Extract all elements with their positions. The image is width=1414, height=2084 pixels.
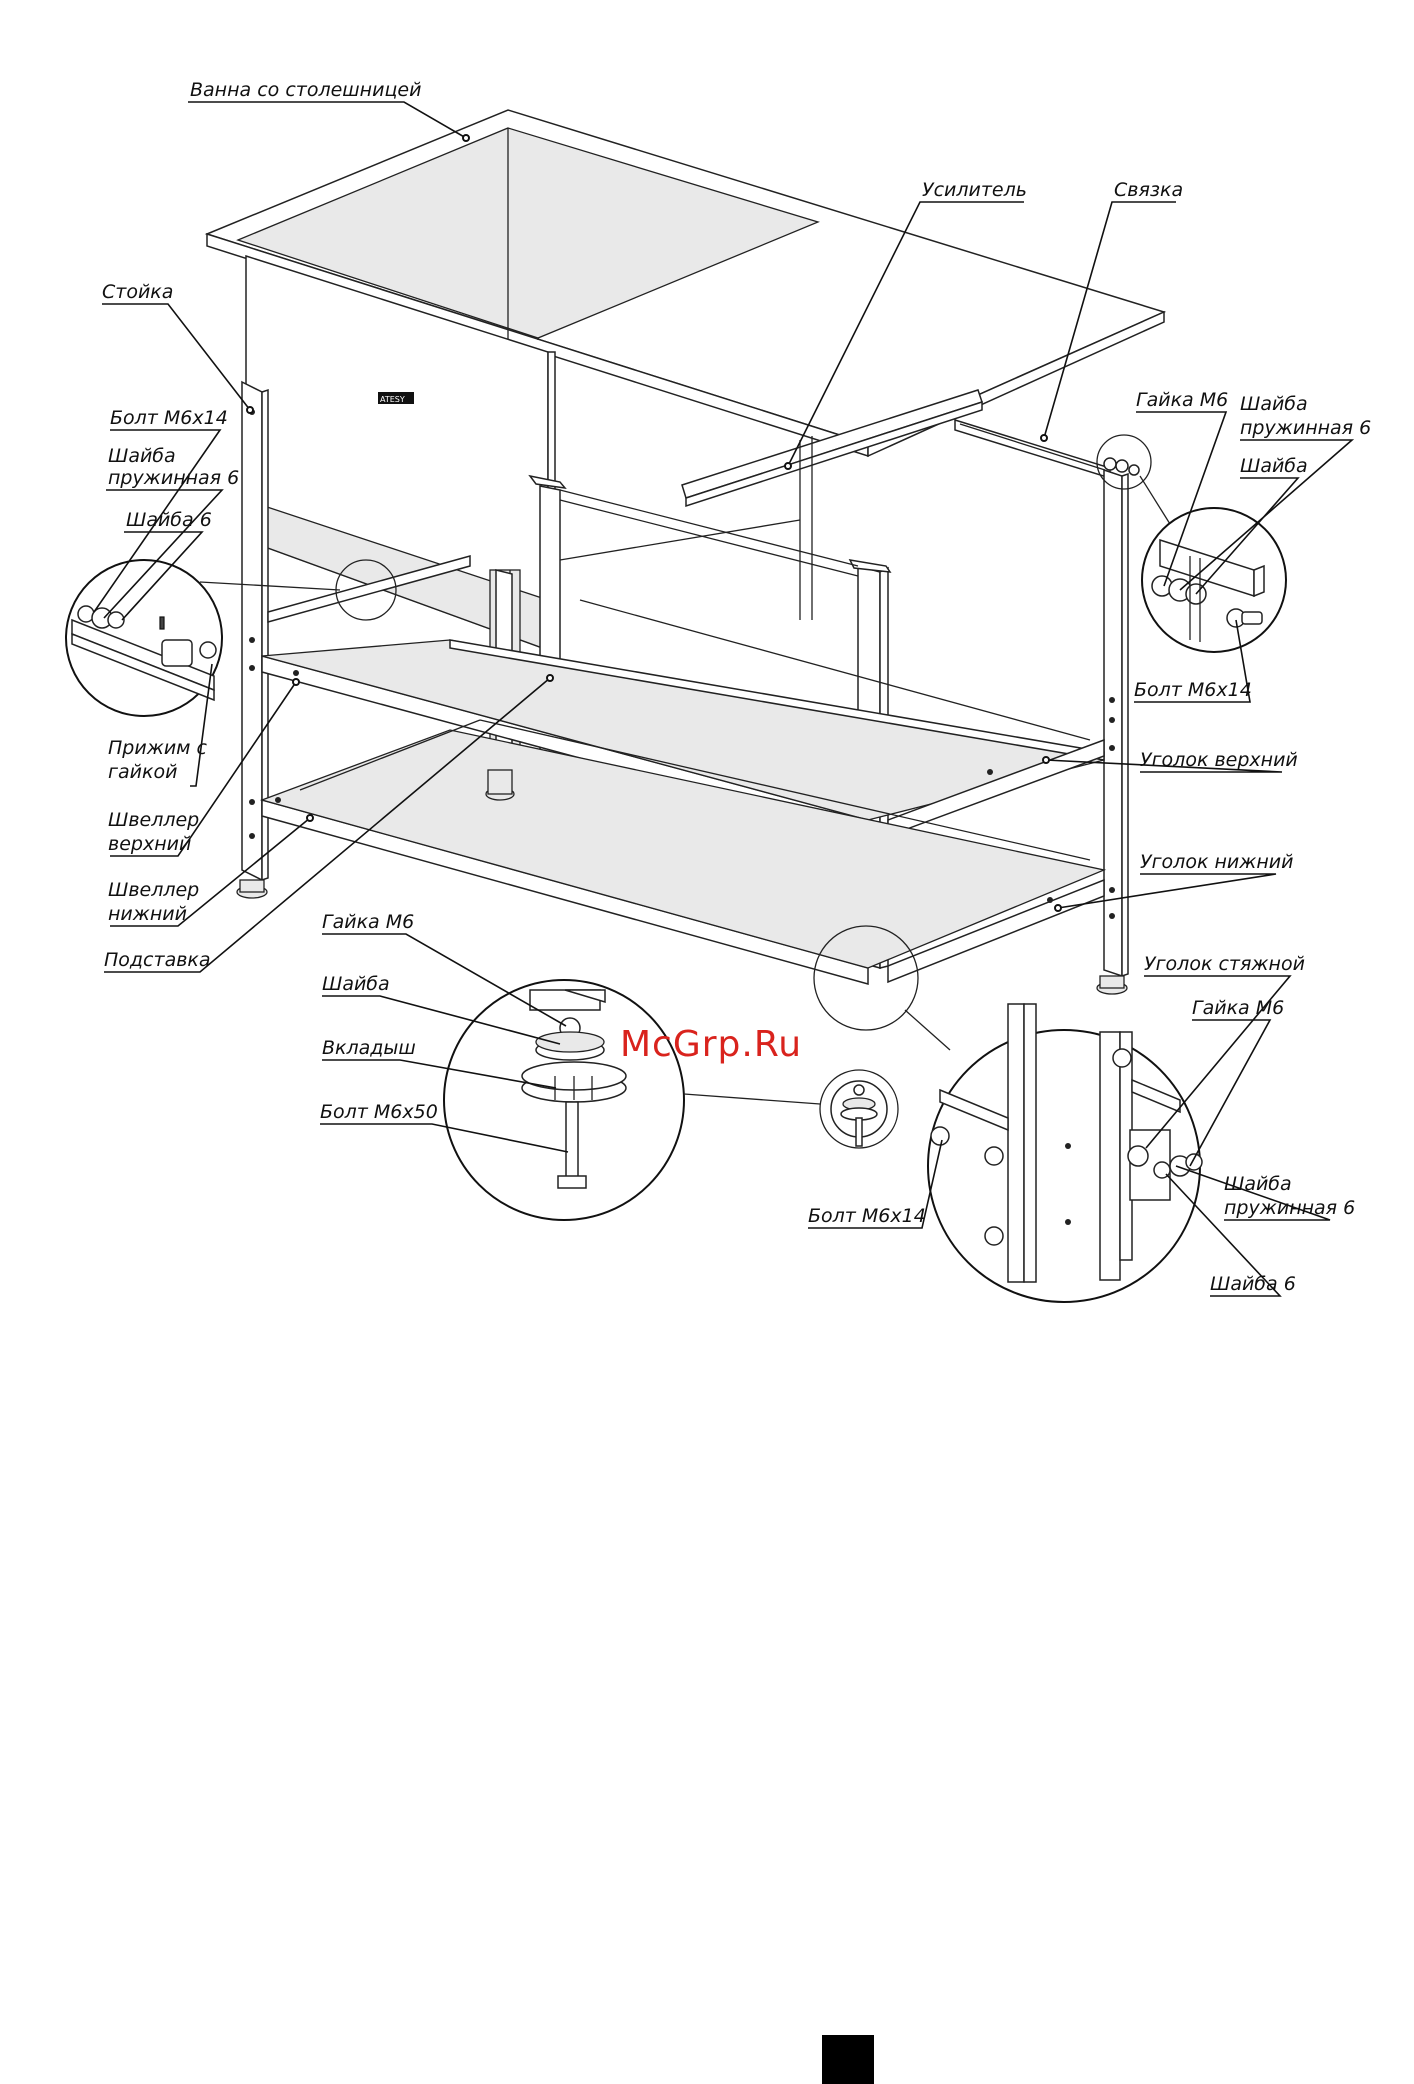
label-tub-with-top: Ванна со столешницей	[190, 79, 421, 101]
label-bolt-m6x14-bottom: Болт М6х14	[808, 1205, 926, 1227]
labels: Ванна со столешницей Усилитель Связка Ст…	[102, 79, 1371, 1295]
detail-marker-bottom	[813, 925, 919, 1031]
label-washer-6-bottom: Шайба 6	[1210, 1273, 1296, 1295]
reinforcer-bar	[681, 389, 983, 620]
label-spring-washer-bottom-1: Шайба	[1224, 1173, 1292, 1195]
detail-foot-small	[830, 1080, 888, 1147]
label-bolt-m6x14-right: Болт М6х14	[1134, 679, 1252, 701]
label-bolt-m6x50: Болт М6х50	[320, 1101, 438, 1123]
detail-bottom-right	[904, 1003, 1203, 1303]
label-post: Стойка	[102, 281, 173, 303]
label-clamp-nut-2: гайкой	[108, 761, 177, 783]
detail-right	[1139, 475, 1287, 653]
label-clamp-nut-1: Прижим с	[108, 737, 208, 759]
detail-marker-foot	[819, 1069, 899, 1149]
tie-bar	[954, 418, 1111, 480]
label-nut-m6-right: Гайка М6	[1136, 389, 1228, 411]
label-washer-6-left: Шайба 6	[126, 509, 212, 531]
label-spring-washer-left-1: Шайба	[108, 445, 176, 467]
label-washer-right: Шайба	[1240, 455, 1308, 477]
label-washer-foot: Шайба	[322, 973, 390, 995]
label-nut-m6-foot: Гайка М6	[322, 911, 414, 933]
label-channel-lower-1: Швеллер	[108, 879, 199, 901]
label-insert-foot: Вкладыш	[322, 1037, 416, 1059]
detail-foot	[443, 979, 821, 1221]
label-spring-washer-right-2: пружинная 6	[1240, 417, 1371, 439]
leader-lines	[93, 101, 1355, 1297]
feet	[236, 769, 1128, 995]
label-bolt-m6x14-left: Болт М6х14	[110, 407, 228, 429]
label-spring-washer-bottom-2: пружинная 6	[1224, 1197, 1355, 1219]
watermark: McGrp.Ru	[620, 1024, 802, 1065]
label-stand: Подставка	[104, 949, 211, 971]
detail-marker-right	[1096, 434, 1152, 490]
detail-left	[65, 559, 341, 717]
label-nut-m6-bottom: Гайка М6	[1192, 997, 1284, 1019]
label-angle-upper: Уголок верхний	[1140, 749, 1298, 771]
tie-fasteners	[1103, 457, 1140, 476]
label-spring-washer-right-1: Шайба	[1240, 393, 1308, 415]
label-angle-lower: Уголок нижний	[1140, 851, 1293, 873]
brand-plate-text: ATESY	[380, 395, 405, 404]
label-spring-washer-left-2: пружинная 6	[108, 467, 239, 489]
label-tie: Связка	[1114, 179, 1183, 201]
brand-plate	[378, 392, 414, 404]
label-reinforcer: Усилитель	[922, 179, 1027, 201]
label-channel-upper-1: Швеллер	[108, 809, 199, 831]
label-angle-tie: Уголок стяжной	[1144, 953, 1305, 975]
label-channel-lower-2: нижний	[108, 903, 187, 925]
frame-rails	[259, 489, 1107, 985]
page-number-box	[822, 2035, 874, 2084]
label-channel-upper-2: верхний	[108, 833, 191, 855]
